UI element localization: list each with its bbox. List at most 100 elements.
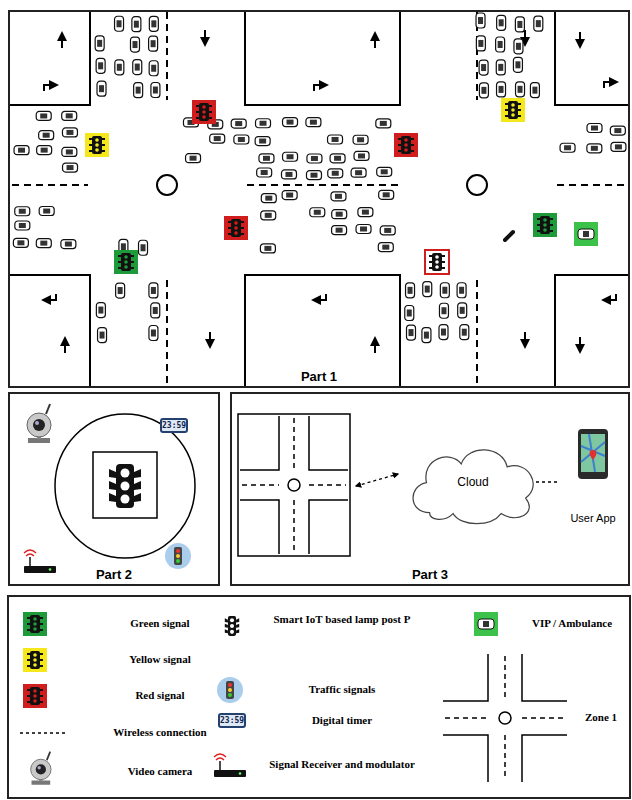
zone-circle — [55, 414, 195, 558]
traffic-signal — [85, 133, 109, 157]
car — [405, 305, 414, 320]
traffic-signal — [224, 216, 248, 240]
car — [611, 142, 626, 151]
legend-text: Zone 1 — [576, 711, 626, 724]
part-label: Part 1 — [298, 369, 340, 384]
car — [458, 303, 467, 318]
turn-arrow — [61, 33, 63, 48]
car — [587, 124, 602, 133]
car — [306, 171, 321, 180]
traffic-signal — [394, 133, 418, 157]
phone-icon — [577, 428, 609, 480]
car — [406, 325, 415, 340]
legend-text: Green signal — [100, 617, 220, 630]
signal-glyph — [23, 612, 47, 636]
car — [62, 111, 77, 120]
part-label: Part 2 — [93, 567, 135, 582]
legend-swatch — [23, 648, 47, 672]
legend-panel — [8, 596, 630, 798]
part-panel: Part 1 — [8, 10, 630, 388]
turn-arrow — [579, 32, 581, 47]
turn-arrow — [44, 85, 57, 91]
car — [380, 226, 395, 235]
lane-divider — [557, 184, 628, 186]
car — [15, 221, 30, 230]
car — [115, 60, 124, 75]
wireless-link — [356, 474, 398, 486]
car — [307, 154, 322, 163]
car — [331, 192, 346, 201]
block-edge — [10, 275, 90, 386]
car — [497, 15, 506, 30]
car — [149, 16, 158, 31]
lane-divider — [12, 184, 88, 186]
car — [149, 325, 158, 340]
lamp-post-symbol — [225, 616, 239, 636]
car — [406, 283, 415, 298]
receiver-icon — [214, 754, 246, 777]
car — [130, 37, 139, 52]
car — [210, 134, 225, 143]
app-label: User App — [570, 512, 615, 524]
car — [115, 16, 124, 31]
car — [310, 208, 325, 217]
car — [377, 167, 392, 176]
turn-arrow — [579, 337, 581, 352]
legend-text: Red signal — [100, 689, 220, 702]
car — [186, 154, 201, 163]
roundabout — [157, 175, 177, 195]
turn-arrow — [603, 294, 616, 300]
lane-divider — [166, 12, 168, 100]
car — [255, 137, 270, 146]
car — [476, 36, 485, 51]
car — [439, 325, 448, 340]
turn-arrow — [374, 33, 376, 48]
legend-text: Traffic signals — [262, 683, 422, 696]
signal-glyph — [23, 648, 47, 672]
car — [560, 143, 575, 152]
car — [13, 238, 28, 247]
car — [149, 283, 158, 298]
legend-text: Digital timer — [262, 714, 422, 727]
car — [95, 36, 104, 51]
legend-text: Signal Receiver and modulator — [262, 758, 422, 771]
car — [61, 240, 76, 249]
car — [422, 328, 431, 343]
car — [379, 190, 394, 199]
car — [330, 154, 345, 163]
car — [39, 207, 54, 216]
zone-figure — [238, 414, 398, 556]
car — [15, 207, 30, 216]
traffic-signal-icon — [217, 677, 243, 703]
road-map — [10, 12, 628, 386]
car — [610, 126, 625, 135]
cloud-shape: Cloud — [404, 438, 542, 526]
legend-text: VIP / Ambulance — [520, 617, 624, 630]
car — [281, 170, 296, 179]
legend-icons — [20, 612, 567, 785]
legend-swatch — [23, 684, 47, 708]
zone-frame — [238, 414, 350, 556]
car — [151, 83, 160, 98]
user-app: User App — [560, 428, 626, 524]
motorbike — [505, 232, 513, 240]
car — [515, 17, 524, 32]
car — [234, 135, 249, 144]
car — [358, 208, 373, 217]
car — [496, 60, 505, 75]
camera-icon — [31, 752, 51, 785]
traffic-signal — [501, 98, 525, 122]
car — [283, 118, 298, 127]
car — [97, 81, 106, 96]
car — [231, 119, 246, 128]
turn-arrow — [604, 82, 617, 88]
part-panel: CloudUser AppPart 3 — [230, 392, 630, 586]
car — [460, 325, 469, 340]
lane-divider — [166, 280, 168, 386]
car — [261, 211, 276, 220]
lane-divider — [476, 280, 478, 386]
receiver-icon — [24, 550, 56, 573]
car — [332, 210, 347, 219]
